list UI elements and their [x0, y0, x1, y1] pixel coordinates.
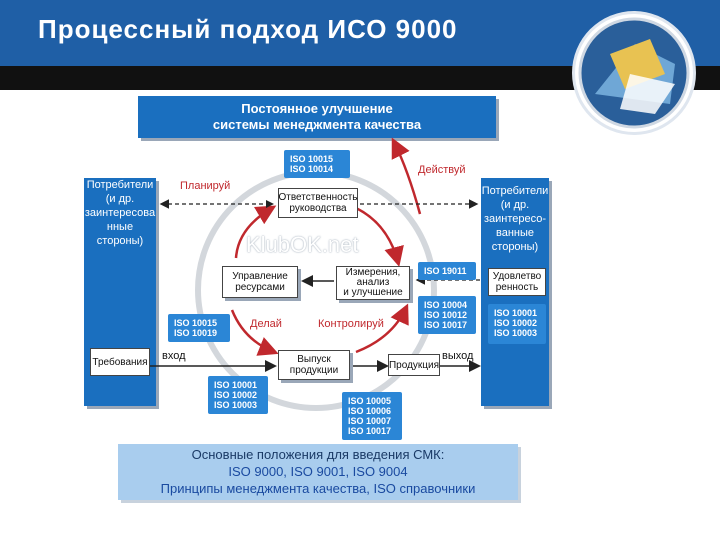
logo-graphic-icon	[578, 17, 690, 129]
resource-management-box: Управление ресурсами	[222, 266, 298, 298]
plan-label: Планируй	[180, 180, 231, 192]
consumers-right-label: Потребители (и др. заинтересо- ванные ст…	[481, 185, 549, 253]
requirements-box: Требования	[90, 348, 150, 376]
basics-text: Основные положения для введения СМК: ISO…	[118, 446, 518, 497]
iso-right-consumer-badge: ISO 10001 ISO 10002 ISO 10003	[488, 304, 546, 344]
exit-label: выход	[442, 350, 474, 362]
iso-bottom-center-badge: ISO 10005 ISO 10006 ISO 10007 ISO 10017	[342, 392, 402, 440]
act-label: Действуй	[418, 164, 466, 176]
iso-19011-badge: ISO 19011	[418, 262, 476, 280]
improvement-arrow-icon	[391, 137, 422, 215]
input-label: вход	[162, 350, 186, 362]
basics-line-2: ISO 9000, ISO 9001, ISO 9004	[228, 464, 408, 479]
basics-panel	[118, 444, 518, 500]
basics-line-3: Принципы менеджмента качества, ISO справ…	[160, 481, 476, 496]
basics-line-1: Основные положения для введения СМК:	[191, 447, 445, 462]
iso-bottom-left-badge: ISO 10001 ISO 10002 ISO 10003	[208, 376, 268, 414]
product-output-box: Выпуск продукции	[278, 350, 350, 380]
corner-logo-image	[575, 14, 693, 132]
management-responsibility-box: Ответственность руководства	[278, 188, 358, 218]
consumers-left-label: Потребители (и др. заинтересова нные сто…	[84, 179, 156, 247]
slide-title: Процессный подход ИСО 9000	[38, 14, 458, 44]
satisfaction-box: Удовлетво ренность	[488, 268, 546, 296]
continuous-improvement-box: Постоянное улучшение системы менеджмента…	[138, 96, 496, 138]
iso-top-badge: ISO 10015 ISO 10014	[284, 150, 350, 178]
iso-right-mid-badge: ISO 10004 ISO 10012 ISO 10017	[418, 296, 476, 334]
iso-left-badge: ISO 10015 ISO 10019	[168, 314, 230, 342]
continuous-improvement-line-1: Постоянное улучшение	[241, 101, 393, 116]
do-arrow-icon	[230, 309, 279, 356]
act-arrow-icon	[355, 206, 404, 267]
measurement-analysis-box: Измерения, анализ и улучшение	[336, 266, 410, 300]
product-box: Продукция	[388, 354, 440, 376]
continuous-improvement-line-2: системы менеджмента качества	[212, 117, 422, 132]
check-label: Контролируй	[318, 318, 384, 330]
watermark-text: KlubOK.net	[246, 232, 359, 257]
plan-arrow-icon	[234, 205, 277, 259]
check-arrow-icon	[355, 303, 409, 354]
do-label: Делай	[250, 318, 282, 330]
